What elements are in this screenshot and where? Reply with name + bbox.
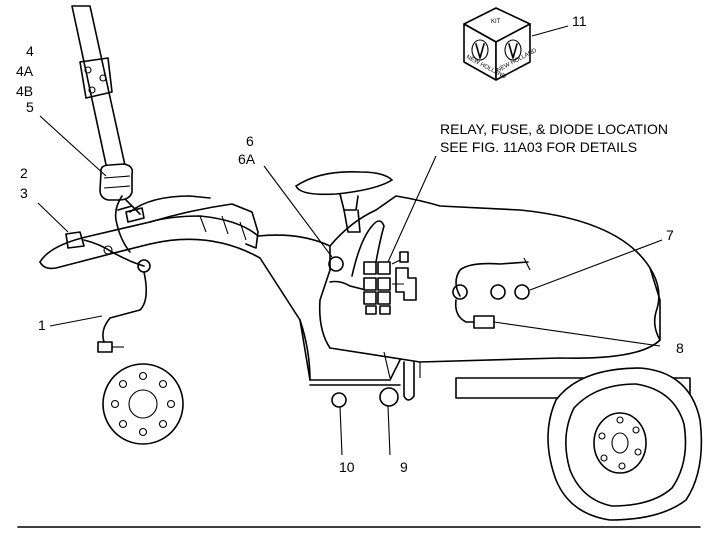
relay-block — [363, 251, 417, 315]
harness-relay-area — [328, 220, 417, 315]
callout-1: 1 — [38, 317, 46, 333]
callout-8: 8 — [676, 340, 684, 356]
kit-box: KIT NEW HOLLAND NEW HOLLAND — [463, 7, 538, 81]
steering-wheel — [295, 170, 393, 233]
callout-11: 11 — [572, 13, 587, 29]
callouts: 1 2 3 4 4A 4B 5 6 6A 7 8 9 10 11 — [16, 13, 684, 475]
callout-10: 10 — [339, 459, 355, 475]
front-tire — [547, 367, 703, 521]
callout-4b: 4B — [16, 83, 33, 99]
callout-6: 6 — [246, 133, 254, 149]
callout-4: 4 — [26, 43, 34, 59]
callout-9: 9 — [400, 459, 408, 475]
kit-top-label: KIT — [491, 19, 501, 25]
work-lamps — [331, 387, 399, 408]
relay-note: RELAY, FUSE, & DIODE LOCATION SEE FIG. 1… — [440, 121, 668, 155]
callout-6a: 6A — [238, 151, 256, 167]
note-line-1: RELAY, FUSE, & DIODE LOCATION — [440, 121, 668, 137]
harness-rear — [65, 195, 151, 353]
rops-post — [71, 5, 127, 175]
callout-3: 3 — [20, 185, 28, 201]
leader-lines — [37, 25, 663, 456]
rear-wheel-hub — [102, 363, 184, 445]
callout-2: 2 — [20, 165, 28, 181]
tractor-body — [257, 195, 661, 401]
callout-7: 7 — [666, 227, 674, 243]
flasher-unit — [99, 163, 134, 201]
callout-5: 5 — [26, 99, 34, 115]
rear-fender — [39, 195, 311, 381]
note-line-2: SEE FIG. 11A03 FOR DETAILS — [440, 139, 637, 155]
callout-4a: 4A — [16, 63, 34, 79]
dash-harness — [452, 257, 531, 329]
